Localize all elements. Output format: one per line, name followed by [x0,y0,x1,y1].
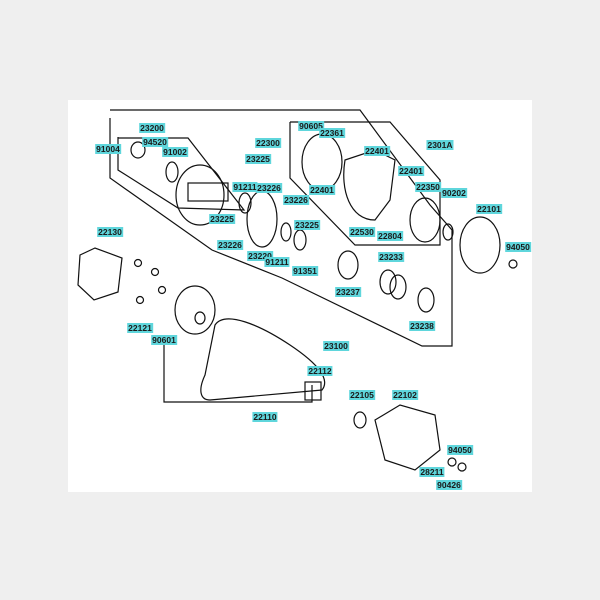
clutch-outer-22101 [459,216,501,274]
part-label[interactable]: 23226 [256,183,282,193]
part-label[interactable]: 91211 [232,182,258,192]
drive-plate-22350 [409,197,441,243]
part-label[interactable]: 23226 [283,195,309,205]
part-label[interactable]: 94050 [447,445,473,455]
part-label[interactable]: 22401 [398,166,424,176]
spring-seat-23238 [417,287,435,313]
part-label[interactable]: 23237 [335,287,361,297]
sheave-hub [187,182,229,202]
roller [135,295,145,305]
part-label[interactable]: 23200 [139,123,165,133]
part-label[interactable]: 94520 [142,137,168,147]
collar-22105 [353,411,367,429]
part-label[interactable]: 91211 [264,257,290,267]
group-outline-clutch [289,121,441,246]
part-label[interactable]: 22102 [392,390,418,400]
roller [150,267,160,277]
part-label[interactable]: 94050 [505,242,531,252]
part-label[interactable]: 22130 [97,227,123,237]
seal-91211 [238,192,252,214]
part-label[interactable]: 22530 [349,227,375,237]
part-label[interactable]: 90202 [441,188,467,198]
part-label[interactable]: 2301A [426,140,454,150]
clutch-shoes-22530 [343,149,396,221]
bearing-91002 [165,161,179,183]
roller [133,258,143,268]
group-outline-23200 [117,137,246,211]
part-label[interactable]: 22300 [255,138,281,148]
diagram-sheet [68,100,532,492]
part-label[interactable]: 23220 [247,251,273,261]
seal-91211-b [280,222,292,242]
group-outline-22110 [163,345,313,403]
part-label[interactable]: 23233 [378,252,404,262]
part-label[interactable]: 90601 [151,335,177,345]
part-label[interactable]: 23226 [217,240,243,250]
v-belt-23100 [200,318,326,401]
part-label[interactable]: 91351 [292,266,318,276]
part-label[interactable]: 90426 [436,480,462,490]
part-label[interactable]: 23100 [323,341,349,351]
part-label[interactable]: 22112 [307,366,333,376]
part-label[interactable]: 91004 [95,144,121,154]
oring-91351 [293,229,307,251]
part-label[interactable]: 22105 [349,390,375,400]
washer-90202 [442,223,454,241]
part-label[interactable]: 23225 [209,214,235,224]
part-label[interactable]: 22401 [364,146,390,156]
part-label[interactable]: 91002 [162,147,188,157]
part-label[interactable]: 22121 [127,323,153,333]
washer-28211 [447,457,457,467]
part-label[interactable]: 28211 [419,467,445,477]
clutch-plate-22361 [301,133,343,191]
part-label[interactable]: 22350 [415,182,441,192]
part-label[interactable]: 22804 [377,231,403,241]
part-label[interactable]: 23225 [294,220,320,230]
spring-23233 [379,269,397,295]
fixed-sheave-23220 [246,190,278,248]
part-label[interactable]: 22401 [309,185,335,195]
part-label[interactable]: 23225 [245,154,271,164]
collar-23237 [337,250,359,280]
part-label[interactable]: 22110 [252,412,278,422]
part-label[interactable]: 22361 [319,128,345,138]
part-label[interactable]: 23238 [409,321,435,331]
roller [157,285,167,295]
nut-90426 [457,462,467,472]
movable-drive-face-22121 [174,285,216,335]
sliding-sheave [175,164,225,226]
group-outline-driven-pulley [109,109,453,347]
spring-23233-b [389,274,407,300]
part-label[interactable]: 22101 [476,204,502,214]
drive-face-hole [194,311,206,325]
part-label[interactable]: 90605 [298,121,324,131]
nut-94050 [508,259,518,269]
collar-22112 [304,381,322,401]
fan-22102 [374,404,441,471]
needle-bearing-91004 [130,141,146,159]
variator-22130 [77,247,123,301]
